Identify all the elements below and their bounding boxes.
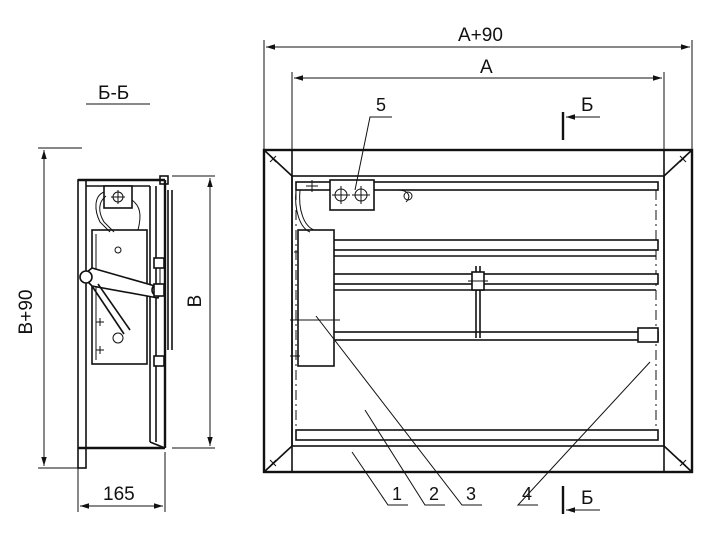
callout-5: 5 [376, 95, 386, 115]
section-mark-bottom-label: Б [581, 488, 593, 509]
dimension-165: 165 [77, 452, 166, 512]
dimension-label-165: 165 [103, 484, 135, 505]
front-view: A+90 A Б [262, 25, 694, 514]
section-title: Б-Б [98, 83, 129, 104]
dimension-label-a: A [480, 57, 493, 78]
section-mark-bottom: Б [561, 486, 600, 514]
dimension-label-b-plus-90: B+90 [16, 290, 37, 335]
mounting-bracket [306, 179, 413, 211]
dimension-b: B [185, 178, 213, 446]
damper-frame [262, 148, 694, 474]
actuator-box [91, 229, 148, 365]
section-mark-top-label: Б [581, 95, 593, 116]
dimension-label-a-plus-90: A+90 [458, 25, 503, 46]
dimension-b-plus-90: B+90 [16, 147, 82, 469]
dimension-label-b: B [185, 295, 206, 308]
front-actuator [290, 189, 340, 367]
section-mark-top: Б [561, 95, 600, 140]
callout-labels: 5 1 2 3 4 [376, 95, 532, 504]
callout-2: 2 [429, 484, 439, 504]
callout-3: 3 [466, 484, 476, 504]
damper-blades [295, 181, 659, 441]
dimension-a-plus-90: A+90 [263, 25, 693, 150]
leader-lines [315, 116, 651, 506]
section-bracket [95, 185, 141, 233]
mounting-holes [269, 155, 687, 467]
linkage-rod [468, 266, 488, 338]
section-hinge [153, 257, 165, 367]
section-housing [77, 175, 215, 469]
dimension-a: A [291, 57, 665, 175]
callout-1: 1 [392, 484, 402, 504]
section-view: Б-Б B+90 B [16, 83, 215, 512]
callout-4: 4 [522, 484, 532, 504]
